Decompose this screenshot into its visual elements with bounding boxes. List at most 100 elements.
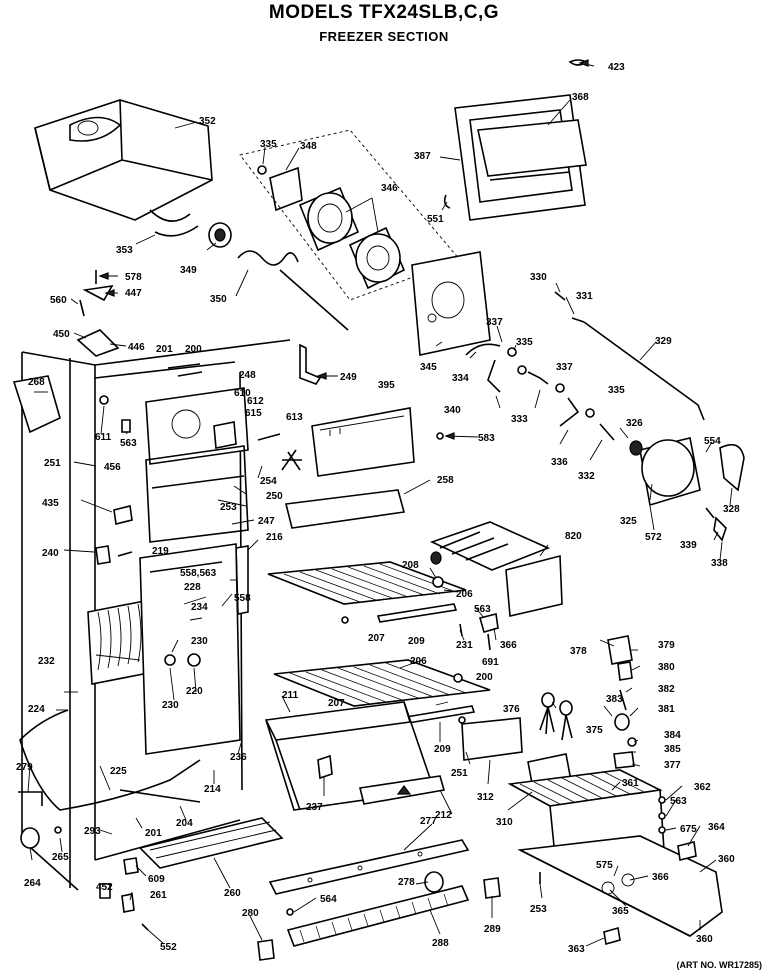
part-237-drawing	[317, 754, 333, 780]
part-378-drawing	[607, 635, 633, 665]
label-237: 237	[306, 802, 323, 813]
label-212: 212	[435, 810, 452, 821]
label-379: 379	[658, 640, 675, 651]
label-219: 219	[152, 546, 169, 557]
part-362-drawing	[658, 796, 666, 804]
label-575: 575	[596, 860, 613, 871]
part-280-drawing	[257, 939, 275, 961]
label-383: 383	[606, 694, 623, 705]
part-435-drawing	[113, 505, 133, 525]
label-333: 333	[511, 414, 528, 425]
gear-349-drawing	[208, 222, 232, 248]
drive-346-drawing	[298, 186, 406, 290]
label-563b: 563	[474, 604, 491, 615]
panel-232-drawing	[139, 543, 241, 755]
label-563c: 563	[670, 796, 687, 807]
label-446: 446	[128, 342, 145, 353]
label-293: 293	[84, 826, 101, 837]
cover-328-drawing	[719, 443, 745, 492]
part-382-drawing	[619, 689, 627, 711]
bin-211-drawing	[264, 701, 446, 811]
label-336: 336	[551, 457, 568, 468]
label-328: 328	[723, 504, 740, 515]
label-207b: 207	[328, 698, 345, 709]
rod-329-drawing	[554, 291, 705, 421]
label-368a: 368	[572, 92, 589, 103]
label-338: 338	[711, 558, 728, 569]
label-360a: 360	[718, 854, 735, 865]
dispenser-387-drawing	[454, 94, 587, 221]
part-611-drawing	[99, 395, 109, 405]
label-339: 339	[680, 540, 697, 551]
label-280: 280	[242, 908, 259, 919]
label-675: 675	[680, 824, 697, 835]
label-288: 288	[432, 938, 449, 949]
label-230a: 230	[191, 636, 208, 647]
part-278-drawing	[424, 871, 444, 893]
label-204: 204	[176, 818, 193, 829]
bracket-558-drawing	[149, 561, 223, 573]
label-250: 250	[266, 491, 283, 502]
part-380-drawing	[617, 661, 633, 681]
label-348: 348	[300, 141, 317, 152]
washer-335c-drawing	[585, 408, 595, 418]
label-362: 362	[694, 782, 711, 793]
spring-551-drawing	[443, 194, 451, 209]
label-558: 558	[234, 593, 251, 604]
part-number-labels: 352 335 348 346 387 368 423 551 353 349 …	[16, 62, 740, 955]
label-610: 610	[234, 388, 251, 399]
label-361: 361	[622, 778, 639, 789]
label-331: 331	[576, 291, 593, 302]
label-345: 345	[420, 362, 437, 373]
label-368b: 366	[500, 640, 517, 651]
bracket-446-drawing	[76, 329, 120, 357]
evap-cover-248-drawing	[145, 387, 249, 543]
panel-395-drawing	[311, 407, 415, 477]
part-204-drawing	[119, 789, 201, 803]
label-364: 364	[708, 822, 725, 833]
tray-260-drawing	[138, 817, 284, 869]
screw-564-drawing	[286, 908, 294, 916]
label-380: 380	[658, 662, 675, 673]
label-353: 353	[116, 245, 133, 256]
part-230-drawing	[164, 654, 176, 666]
washer-335b-drawing	[517, 365, 527, 375]
screw-560-drawing	[79, 299, 85, 317]
part-609-drawing	[123, 857, 139, 875]
part-264-drawing	[20, 827, 40, 849]
label-289: 289	[484, 924, 501, 935]
part-610-drawing	[213, 421, 237, 449]
label-251b: 251	[451, 768, 468, 779]
label-385: 385	[664, 744, 681, 755]
label-363: 363	[568, 944, 585, 955]
label-279: 279	[16, 762, 33, 773]
label-609: 609	[148, 874, 165, 885]
cover-258-drawing	[285, 489, 406, 529]
art-number: (ART NO. WR17285)	[676, 960, 762, 970]
label-583: 583	[478, 433, 495, 444]
label-335a: 335	[260, 139, 277, 150]
screw-552-drawing	[141, 923, 149, 931]
label-349: 349	[180, 265, 197, 276]
label-366: 366	[652, 872, 669, 883]
lever-334-drawing	[465, 343, 501, 356]
label-230b: 230	[162, 700, 179, 711]
label-236: 236	[230, 752, 247, 763]
lever-333-drawing	[527, 371, 549, 385]
label-435: 435	[42, 498, 59, 509]
label-335c: 335	[608, 385, 625, 396]
lever-336-drawing	[559, 397, 580, 427]
label-253b: 253	[530, 904, 547, 915]
label-378: 378	[570, 646, 587, 657]
label-613: 613	[286, 412, 303, 423]
tube-224-drawing	[19, 709, 201, 811]
screw-675-drawing	[658, 826, 666, 834]
fan-613-drawing	[281, 449, 302, 471]
label-352: 352	[199, 116, 216, 127]
label-447: 447	[125, 288, 142, 299]
label-382: 382	[658, 684, 675, 695]
part-240-drawing	[95, 545, 111, 565]
label-231: 231	[456, 640, 473, 651]
label-360b: 360	[696, 934, 713, 945]
